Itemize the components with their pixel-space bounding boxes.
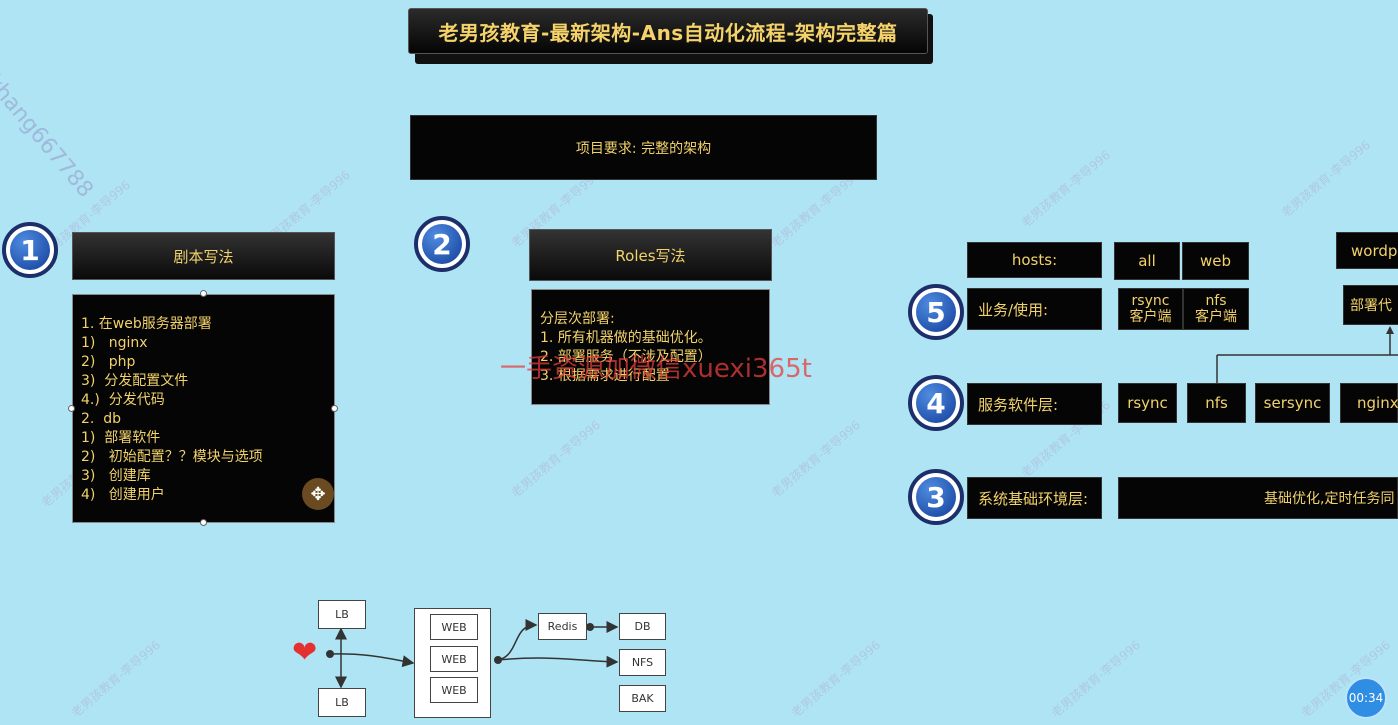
layer5-label: 业务/使用: <box>967 288 1102 330</box>
item-name: rsync <box>1131 293 1170 309</box>
list-item: 2. 部署服务（不涉及配置） <box>540 349 712 365</box>
step-number: 2 <box>422 224 462 264</box>
list-item: 1. 在web服务器部署 <box>81 316 212 332</box>
requirement-box[interactable]: 项目要求: 完整的架构 <box>410 115 877 180</box>
item-name: nfs <box>1205 293 1227 309</box>
resize-handle[interactable] <box>331 405 338 412</box>
service-rsync[interactable]: rsync <box>1118 383 1177 423</box>
watermark: 老男孩教育-李导996 <box>508 417 604 501</box>
layer3-label: 系统基础环境层: <box>967 477 1102 519</box>
list-item: 2. db <box>81 411 122 427</box>
list-item: 4) 创建用户 <box>81 487 165 503</box>
base-optimization-box[interactable]: 基础优化,定时任务同 <box>1118 477 1398 519</box>
section2-header[interactable]: Roles写法 <box>529 229 772 281</box>
layer-number: 4 <box>916 383 956 423</box>
layer4-label: 服务软件层: <box>967 383 1102 425</box>
item-sub: 客户端 <box>1195 309 1237 325</box>
watermark: 老男孩教育-李导996 <box>1048 637 1144 721</box>
recording-timer[interactable]: 00:34 <box>1345 677 1387 719</box>
list-item: 1) nginx <box>81 335 148 351</box>
layer-5-badge: 5 <box>908 284 964 340</box>
hosts-label: hosts: <box>967 242 1102 278</box>
lb-node[interactable]: LB <box>318 600 366 629</box>
nfs-client[interactable]: nfs 客户端 <box>1183 288 1249 330</box>
watermark-user: khang667788 <box>0 70 98 203</box>
section1-content[interactable]: 1. 在web服务器部署 1) nginx 2) php 3) 分发配置文件 4… <box>72 294 335 523</box>
list-item: 分层次部署: <box>540 311 615 327</box>
list-item: 2) 初始配置？？模块与选项 <box>81 449 263 465</box>
wordpress-box[interactable]: wordp <box>1336 232 1398 269</box>
service-nginx[interactable]: nginx <box>1340 383 1398 423</box>
web-node[interactable]: WEB <box>430 677 478 703</box>
page-title: 老男孩教育-最新架构-Ans自动化流程-架构完整篇 <box>408 8 928 54</box>
list-item: 3) 分发配置文件 <box>81 373 189 389</box>
move-icon[interactable]: ✥ <box>302 478 334 510</box>
deploy-code-box[interactable]: 部署代 <box>1343 285 1398 325</box>
host-all[interactable]: all <box>1114 242 1180 280</box>
step-1-badge: 1 <box>2 222 58 278</box>
resize-handle[interactable] <box>200 290 207 297</box>
overlay-watermark: 一手资源加微信xuexi365t <box>500 354 812 384</box>
resize-handle[interactable] <box>68 405 75 412</box>
step-2-badge: 2 <box>414 216 470 272</box>
item-sub: 客户端 <box>1129 309 1172 325</box>
web-node[interactable]: WEB <box>430 646 478 672</box>
web-node[interactable]: WEB <box>430 614 478 640</box>
list-item: 3. 根据需求进行配置 <box>540 368 670 384</box>
section2-content[interactable]: 分层次部署: 1. 所有机器做的基础优化。 2. 部署服务（不涉及配置） 3. … <box>531 289 770 405</box>
layer-number: 3 <box>916 477 956 517</box>
layer-3-badge: 3 <box>908 469 964 525</box>
list-item: 4.) 分发代码 <box>81 392 165 408</box>
bak-node[interactable]: BAK <box>619 685 666 712</box>
list-item: 1. 所有机器做的基础优化。 <box>540 330 712 346</box>
rsync-client[interactable]: rsync 客户端 <box>1118 288 1183 330</box>
list-item: 3) 创建库 <box>81 468 151 484</box>
redis-node[interactable]: Redis <box>538 613 587 640</box>
layer-4-badge: 4 <box>908 375 964 431</box>
layer-connectors <box>1216 326 1398 383</box>
section1-header[interactable]: 剧本写法 <box>72 232 335 280</box>
watermark: 老男孩教育-李导996 <box>1018 147 1114 231</box>
list-item: 2) php <box>81 354 136 370</box>
service-nfs[interactable]: nfs <box>1187 383 1246 423</box>
resize-handle[interactable] <box>200 519 207 526</box>
watermark: 老男孩教育-李导996 <box>768 417 864 501</box>
watermark: 老男孩教育-李导996 <box>1278 137 1374 221</box>
list-item: 1) 部署软件 <box>81 430 161 446</box>
lb-node[interactable]: LB <box>318 688 366 717</box>
watermark: 老男孩教育-李导996 <box>788 637 884 721</box>
watermark: 老男孩教育-李导996 <box>68 637 164 721</box>
layer-number: 5 <box>916 292 956 332</box>
heart-icon: ❤ <box>292 635 318 670</box>
nfs-node[interactable]: NFS <box>619 649 666 676</box>
service-sersync[interactable]: sersync <box>1255 383 1330 423</box>
db-node[interactable]: DB <box>619 613 666 640</box>
topology-connectors <box>326 619 619 689</box>
step-number: 1 <box>10 230 50 270</box>
host-web[interactable]: web <box>1182 242 1249 280</box>
